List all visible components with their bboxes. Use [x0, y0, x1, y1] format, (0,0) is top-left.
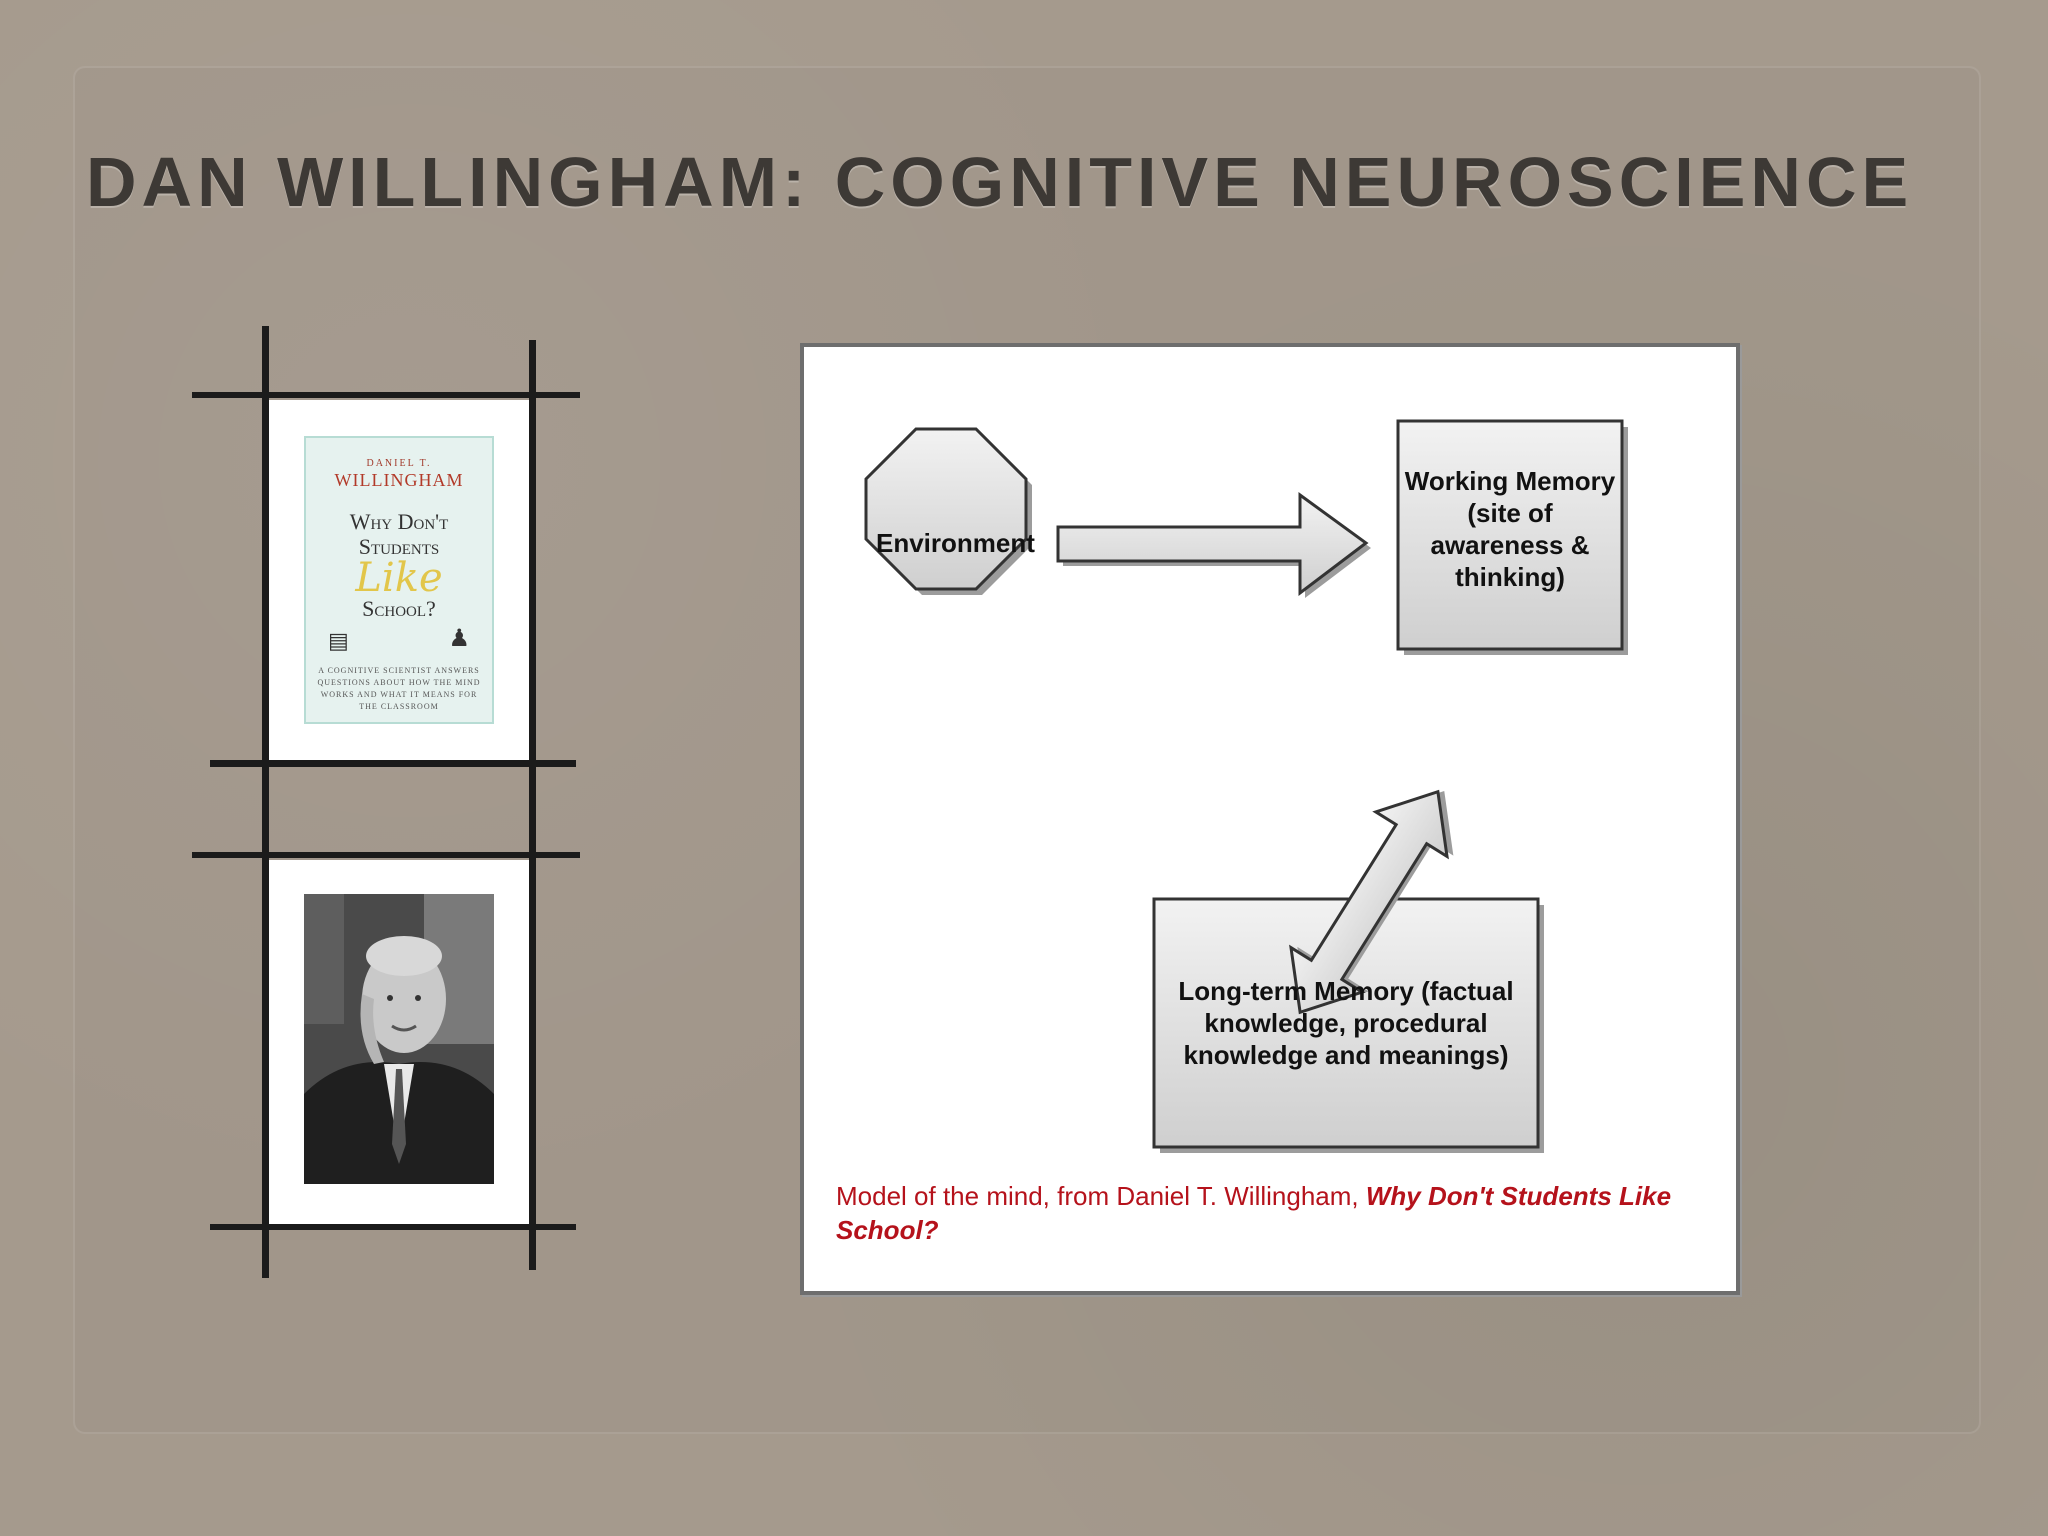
caption-book-title: Why Don't Students Like School?: [836, 1181, 1672, 1245]
book-title-line2: Students: [358, 534, 440, 559]
working-memory-label: Working Memory (site of awareness & thin…: [1404, 466, 1616, 592]
book-author-prefix: DANIEL T.: [366, 458, 432, 469]
environment-label: Environment: [876, 528, 1035, 558]
book-author: WILLINGHAM: [334, 470, 464, 490]
author-portrait: [304, 894, 494, 1184]
book-cover: DANIEL T. WILLINGHAM Why Don't Students …: [304, 436, 494, 724]
environment-node: [864, 427, 1028, 591]
diagram-graphics: [864, 419, 1628, 1153]
long-term-memory-label: Long-term Memory (factual knowledge, pro…: [1178, 976, 1514, 1070]
book-cover-frame: DANIEL T. WILLINGHAM Why Don't Students …: [266, 400, 532, 760]
slide-title: DAN WILLINGHAM: COGNITIVE NEUROSCIENCE: [86, 143, 1914, 221]
portrait-illustration: [304, 894, 494, 1184]
portrait-frame: [266, 860, 532, 1225]
mind-model-diagram: Environment Working Memory (site of awar…: [800, 343, 1740, 1295]
book-title-line3: School?: [362, 596, 436, 621]
child-icon: ♟: [448, 626, 470, 652]
slide-panel: [73, 66, 1981, 1434]
working-memory-node: [1396, 419, 1624, 651]
frame-bar-top: [192, 392, 580, 398]
frame-bar-left: [262, 326, 269, 1278]
book-title-like: Like: [355, 555, 443, 601]
frame-bar-bottom: [210, 1224, 576, 1230]
long-term-memory-node: [1152, 897, 1540, 1149]
book-subtitle: A COGNITIVE SCIENTIST ANSWERS QUESTIONS …: [317, 666, 481, 711]
diagram-caption: Model of the mind, from Daniel T. Willin…: [836, 1179, 1696, 1247]
frame-bar-right: [529, 340, 536, 1270]
frame-bar-mid1: [210, 760, 576, 767]
desk-icon: ▤: [328, 628, 349, 653]
book-title-line1: Why Don't: [349, 509, 449, 534]
frame-bar-mid2: [192, 852, 580, 858]
caption-prefix: Model of the mind, from Daniel T. Willin…: [836, 1181, 1366, 1211]
